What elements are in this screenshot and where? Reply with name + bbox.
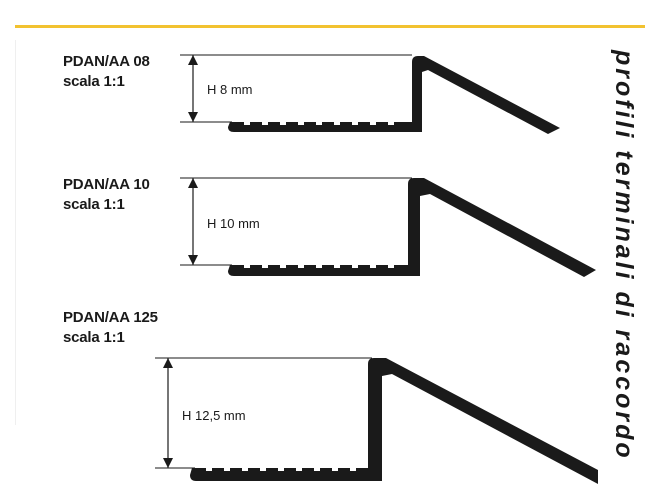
dimension-arrow-head-down bbox=[188, 255, 198, 265]
profile-code: PDAN/AA 08 bbox=[63, 53, 150, 70]
profile-section-10: H 10 mm bbox=[180, 177, 596, 277]
profile-section-08: H 8 mm bbox=[180, 54, 560, 134]
dimension-arrow-head-down bbox=[188, 112, 198, 122]
height-label: H 12,5 mm bbox=[182, 408, 246, 423]
profile-code: PDAN/AA 125 bbox=[63, 309, 158, 326]
profile-label-125: PDAN/AA 125 scala 1:1 bbox=[63, 308, 158, 348]
profile-scale: scala 1:1 bbox=[63, 196, 125, 213]
profile-notches bbox=[244, 74, 412, 125]
profile-section-125: H 12,5 mm bbox=[155, 357, 598, 484]
profile-notches bbox=[206, 380, 368, 471]
profile-scale: scala 1:1 bbox=[63, 329, 125, 346]
dimension-arrow-head-up bbox=[188, 178, 198, 188]
profile-scale: scala 1:1 bbox=[63, 73, 125, 90]
height-label: H 8 mm bbox=[207, 82, 253, 97]
profile-label-08: PDAN/AA 08 scala 1:1 bbox=[63, 52, 150, 92]
side-title: profili terminali di raccordo bbox=[610, 50, 638, 461]
profile-shape bbox=[228, 178, 596, 277]
dimension-arrow-head-up bbox=[188, 55, 198, 65]
profile-notches bbox=[244, 198, 408, 268]
profile-label-10: PDAN/AA 10 scala 1:1 bbox=[63, 175, 150, 215]
dimension-arrow-head-down bbox=[163, 458, 173, 468]
profile-shape bbox=[190, 358, 598, 484]
dimension-arrow-head-up bbox=[163, 358, 173, 368]
profile-code: PDAN/AA 10 bbox=[63, 176, 150, 193]
profile-shape bbox=[228, 56, 560, 134]
height-label: H 10 mm bbox=[207, 216, 260, 231]
left-margin-guide bbox=[15, 40, 16, 425]
top-accent-rule bbox=[15, 25, 645, 28]
